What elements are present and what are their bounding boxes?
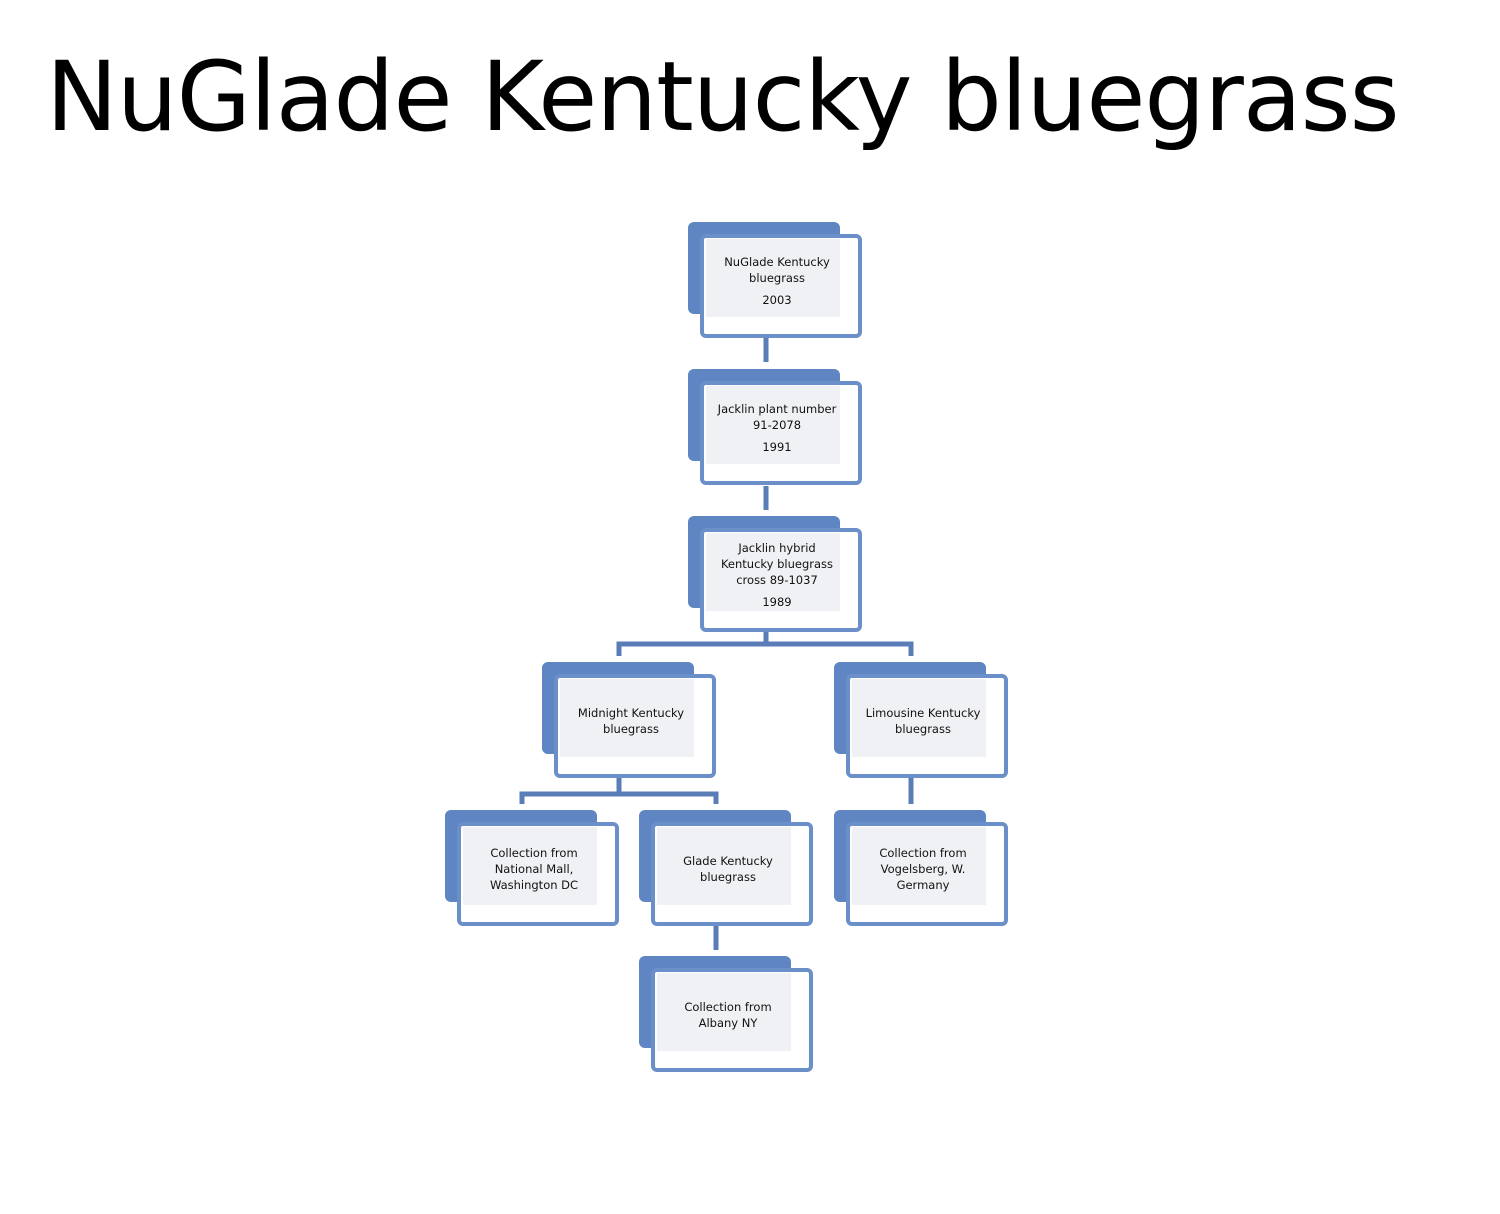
node-text: Midnight Kentucky bluegrass: [556, 676, 706, 766]
node-text: Glade Kentucky bluegrass: [653, 824, 803, 914]
node-inner: [852, 679, 986, 757]
node-label: Collection from Vogelsberg, W. Germany: [879, 846, 967, 892]
connector-1989-parents: [616, 632, 769, 656]
node-label: Collection from National Mall, Washingto…: [489, 846, 579, 892]
node-year: 1989: [762, 595, 792, 609]
page-title: NuGlade Kentucky bluegrass: [46, 41, 1400, 153]
node-text: Jacklin hybrid Kentucky bluegrass cross …: [702, 530, 852, 620]
node-year: 2003: [762, 293, 792, 307]
node-inner: [706, 533, 840, 611]
node-text: Collection from Albany NY: [653, 970, 803, 1060]
node-text: Jacklin plant number 91-2078 1991: [702, 383, 852, 473]
node-text: Collection from National Mall, Washingto…: [459, 824, 609, 914]
node-label: Limousine Kentucky bluegrass: [865, 706, 981, 736]
node-inner: [852, 827, 986, 905]
connector-1989-limousine: [766, 641, 914, 656]
node-label: Collection from Albany NY: [684, 1000, 772, 1030]
node-label: Jacklin hybrid Kentucky bluegrass cross …: [720, 541, 834, 587]
node-nuglade: NuGlade Kentucky bluegrass 2003: [688, 222, 864, 340]
node-year: 1991: [762, 440, 792, 454]
node-label: Jacklin plant number 91-2078: [717, 402, 837, 432]
node-national-mall: Collection from National Mall, Washingto…: [445, 810, 621, 928]
node-albany: Collection from Albany NY: [639, 956, 815, 1074]
node-midnight: Midnight Kentucky bluegrass: [542, 662, 718, 780]
node-label: Midnight Kentucky bluegrass: [577, 706, 685, 736]
node-text: Collection from Vogelsberg, W. Germany: [848, 824, 998, 914]
node-inner: [463, 827, 597, 905]
node-inner: [657, 827, 791, 905]
connector-midnight-national-mall: [519, 791, 719, 804]
node-label: NuGlade Kentucky bluegrass: [724, 255, 830, 285]
node-jacklin-91-2078: Jacklin plant number 91-2078 1991: [688, 369, 864, 487]
node-jacklin-89-1037: Jacklin hybrid Kentucky bluegrass cross …: [688, 516, 864, 634]
node-inner: [706, 386, 840, 464]
node-inner: [560, 679, 694, 757]
node-inner: [706, 239, 840, 317]
node-limousine: Limousine Kentucky bluegrass: [834, 662, 1010, 780]
node-inner: [657, 973, 791, 1051]
node-vogelsberg: Collection from Vogelsberg, W. Germany: [834, 810, 1010, 928]
node-text: NuGlade Kentucky bluegrass 2003: [702, 236, 852, 326]
node-glade: Glade Kentucky bluegrass: [639, 810, 815, 928]
node-label: Glade Kentucky bluegrass: [683, 854, 773, 884]
node-text: Limousine Kentucky bluegrass: [848, 676, 998, 766]
